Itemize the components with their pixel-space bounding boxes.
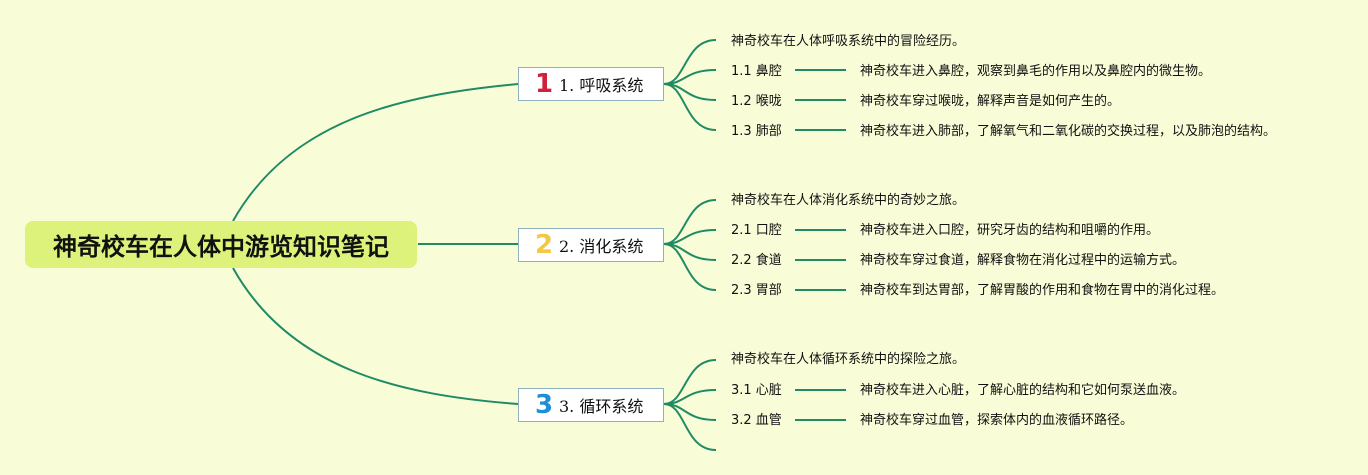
branch-intro[interactable]: 神奇校车在人体循环系统中的探险之旅。	[731, 352, 966, 367]
subtopic-description[interactable]: 神奇校车进入口腔，研究牙齿的结构和咀嚼的作用。	[860, 223, 1160, 238]
subtopic-label[interactable]: 1.3 肺部	[731, 124, 782, 139]
branch-intro[interactable]: 神奇校车在人体呼吸系统中的冒险经历。	[731, 34, 966, 49]
branch-3-leaf-line	[663, 403, 717, 451]
subtopic-label[interactable]: 1.2 喉咙	[731, 94, 782, 109]
subtopic-description[interactable]: 神奇校车到达胃部，了解胃酸的作用和食物在胃中的消化过程。	[860, 283, 1225, 298]
root-to-branch-1-line	[232, 83, 519, 222]
branch-label: 2. 消化系统	[559, 237, 644, 256]
number-two-icon: 2	[535, 230, 554, 260]
root-to-branch-3-line	[232, 267, 519, 405]
subtopic-description[interactable]: 神奇校车进入鼻腔，观察到鼻毛的作用以及鼻腔内的微生物。	[860, 64, 1212, 79]
subtopic-description[interactable]: 神奇校车穿过食道，解释食物在消化过程中的运输方式。	[860, 253, 1186, 268]
branch-label: 1. 呼吸系统	[559, 76, 644, 95]
subtopic-description[interactable]: 神奇校车进入肺部，了解氧气和二氧化碳的交换过程，以及肺泡的结构。	[860, 124, 1277, 139]
branch-2-leaf-line	[663, 243, 717, 291]
subtopic-label[interactable]: 3.1 心脏	[731, 383, 782, 398]
branch-2-leaf-line	[663, 199, 717, 245]
branch-circulatory-system[interactable]: 3 3. 循环系统	[518, 388, 664, 422]
subtopic-description[interactable]: 神奇校车穿过血管，探索体内的血液循环路径。	[860, 413, 1134, 428]
root-topic[interactable]: 神奇校车在人体中游览知识笔记	[25, 221, 417, 268]
subtopic-label[interactable]: 1.1 鼻腔	[731, 64, 782, 79]
number-one-icon: 1	[535, 69, 554, 99]
number-three-icon: 3	[535, 390, 554, 420]
branch-3-leaf-line	[663, 359, 717, 405]
branch-digestive-system[interactable]: 2 2. 消化系统	[518, 228, 664, 262]
subtopic-label[interactable]: 3.2 血管	[731, 413, 782, 428]
subtopic-label[interactable]: 2.3 胃部	[731, 283, 782, 298]
branch-respiratory-system[interactable]: 1 1. 呼吸系统	[518, 67, 664, 101]
subtopic-description[interactable]: 神奇校车穿过喉咙，解释声音是如何产生的。	[860, 94, 1121, 109]
branch-1-leaf-line	[663, 83, 717, 131]
branch-label: 3. 循环系统	[559, 397, 644, 416]
subtopic-label[interactable]: 2.2 食道	[731, 253, 782, 268]
branch-intro[interactable]: 神奇校车在人体消化系统中的奇妙之旅。	[731, 193, 966, 208]
branch-1-leaf-line	[663, 39, 717, 85]
subtopic-label[interactable]: 2.1 口腔	[731, 223, 782, 238]
subtopic-description[interactable]: 神奇校车进入心脏，了解心脏的结构和它如何泵送血液。	[860, 383, 1186, 398]
